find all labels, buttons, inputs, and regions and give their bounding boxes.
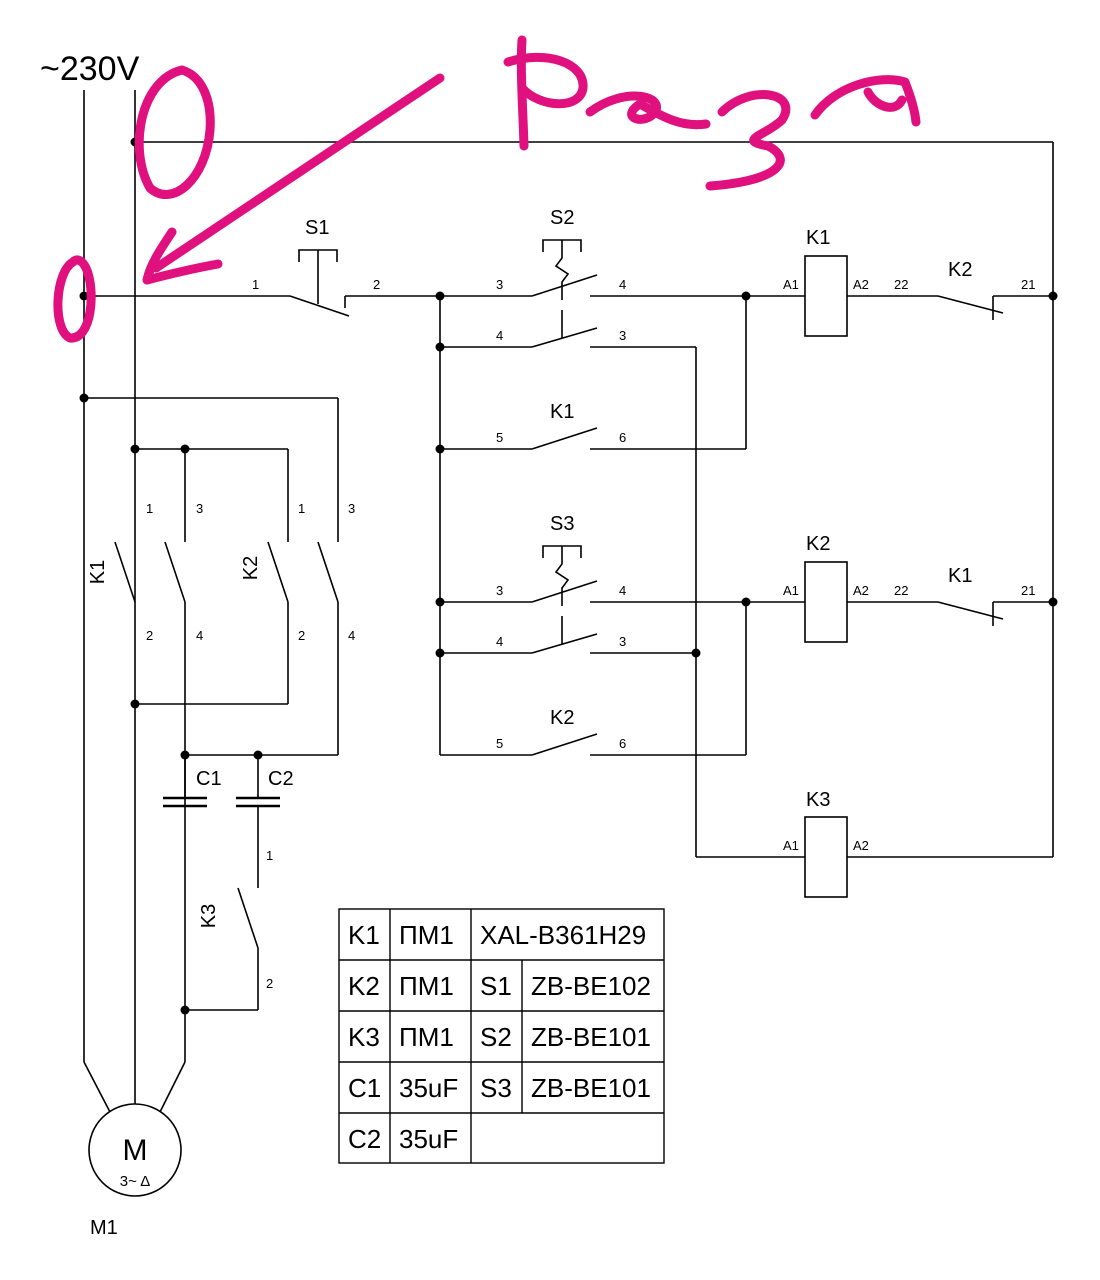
table-cell: ПМ1	[399, 920, 454, 950]
arrow-mark	[151, 73, 445, 273]
k3-coil	[804, 816, 848, 898]
arrow-head	[142, 227, 223, 285]
table-cell: K3	[348, 1022, 380, 1052]
table-cell: S3	[480, 1073, 512, 1103]
pin-label: 2	[298, 628, 305, 643]
c1-label: C1	[196, 768, 222, 790]
pin-label: 4	[619, 277, 626, 292]
pin-label: A2	[853, 583, 869, 598]
pin-label: A1	[783, 838, 799, 853]
parts-table-text: K1 ПМ1 XAL-B361H29 K2 ПМ1 S1 ZB-BE102 K3…	[348, 920, 651, 1154]
table-cell: 35uF	[399, 1073, 458, 1103]
pin-label: A2	[853, 277, 869, 292]
pin-label: 3	[619, 328, 626, 343]
pin-label: 4	[496, 634, 503, 649]
table-cell: 35uF	[399, 1124, 458, 1154]
handwritten-word-faza	[503, 35, 921, 191]
pin-label: 22	[894, 277, 908, 292]
table-cell: K1	[348, 920, 380, 950]
k1-coil	[804, 255, 848, 337]
junction-dots	[79, 137, 1058, 1015]
k2-power-label: K2	[240, 556, 262, 580]
pin-label: 6	[619, 736, 626, 751]
pin-label: 3	[496, 277, 503, 292]
pin-label: 22	[894, 583, 908, 598]
pin-label: 4	[196, 628, 203, 643]
s3-label: S3	[550, 513, 574, 535]
s2-label: S2	[550, 207, 574, 229]
table-cell: C1	[348, 1073, 381, 1103]
pin-label: 4	[619, 583, 626, 598]
k1-power-label: K1	[87, 560, 109, 584]
wires	[83, 90, 1054, 1113]
pin-label: 4	[348, 628, 355, 643]
k1-coil-label: K1	[806, 227, 830, 249]
pin-label: 2	[266, 976, 273, 991]
table-cell: K2	[348, 971, 380, 1001]
motor-symbol	[88, 1103, 182, 1197]
pin-label: 1	[252, 277, 259, 292]
pin-label: 2	[373, 277, 380, 292]
pin-label: 3	[196, 501, 203, 516]
pin-label: 4	[496, 328, 503, 343]
table-cell: ZB-BE101	[531, 1073, 651, 1103]
pin-label: A1	[783, 277, 799, 292]
handwritten-annotation	[53, 35, 921, 343]
capacitor-plates	[163, 796, 280, 808]
pin-label: 1	[146, 501, 153, 516]
k3-coil-label: K3	[806, 789, 830, 811]
pin-label: 3	[348, 501, 355, 516]
m1-label: M1	[90, 1217, 118, 1239]
k1-hold-label: K1	[550, 401, 574, 423]
table-cell: S2	[480, 1022, 512, 1052]
pin-label: 1	[266, 848, 273, 863]
k2-coil	[804, 561, 848, 643]
pin-numbers: 1 2 3 4 4 3 5 6 A1 A2 22 21 3 4 4 3 5 6 …	[146, 277, 1035, 991]
pin-label: 3	[619, 634, 626, 649]
pin-label: 3	[496, 583, 503, 598]
pin-label: 5	[496, 430, 503, 445]
table-cell: ПМ1	[399, 971, 454, 1001]
pin-label: 1	[298, 501, 305, 516]
table-cell: ZB-BE101	[531, 1022, 651, 1052]
parts-table	[338, 908, 665, 1164]
k2-hold-label: K2	[550, 707, 574, 729]
k1-interlock-label: K1	[948, 565, 972, 587]
zero-mark-left	[53, 255, 96, 343]
pin-label: A2	[853, 838, 869, 853]
pin-label: A1	[783, 583, 799, 598]
s1-label: S1	[305, 217, 329, 239]
pin-label: 2	[146, 628, 153, 643]
motor-letter: M	[123, 1134, 148, 1167]
k3-contact-label: K3	[198, 904, 220, 928]
table-cell: ZB-BE102	[531, 971, 651, 1001]
table-cell: ПМ1	[399, 1022, 454, 1052]
pin-label: 21	[1021, 583, 1035, 598]
motor-phase-label: 3~ Δ	[120, 1173, 150, 1190]
table-cell: C2	[348, 1124, 381, 1154]
pin-label: 21	[1021, 277, 1035, 292]
table-cell: S1	[480, 971, 512, 1001]
k2-interlock-label: K2	[948, 259, 972, 281]
c2-label: C2	[268, 768, 294, 790]
zero-mark-top	[134, 65, 215, 199]
k2-coil-label: K2	[806, 533, 830, 555]
supply-voltage-label: ~230V	[40, 50, 140, 88]
pin-label: 6	[619, 430, 626, 445]
table-cell: XAL-B361H29	[480, 920, 646, 950]
pin-label: 5	[496, 736, 503, 751]
